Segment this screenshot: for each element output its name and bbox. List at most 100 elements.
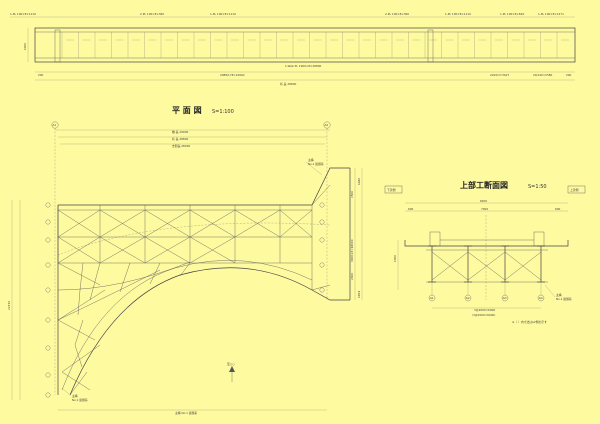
bracing-lines <box>57 184 331 396</box>
support-right <box>427 29 434 63</box>
height-dim: 1000 <box>23 43 27 50</box>
elev-top-label-1: 1-PL 100×8×1110 <box>10 12 36 16</box>
brace <box>234 209 281 238</box>
brace <box>144 236 191 264</box>
grid-marker <box>45 345 51 351</box>
plan-right-dim-3: 3000×6=18000 <box>350 239 354 262</box>
grid-marker <box>45 219 51 225</box>
plan-note-left-2: No.1 連鎖系 <box>72 398 88 402</box>
plan-view: 平 面 図 S=1:100 橋 長 29000 桁 長 28800 支間長 28… <box>7 106 363 415</box>
grid-marker <box>45 262 51 268</box>
north-label: 至○○ <box>227 362 235 366</box>
grid-marker <box>319 219 325 225</box>
plan-left-dim: 22313 <box>7 301 11 310</box>
brace <box>77 289 81 316</box>
cross-frame <box>431 251 469 281</box>
section-dim-right: 600 <box>555 207 561 211</box>
plan-right-dim-4: 2000 <box>350 273 354 280</box>
section-girders <box>428 245 545 283</box>
plan-note-right-1: 主構 <box>308 158 314 162</box>
elev-top-label-2: 2-PL 100×8×360 <box>140 12 164 16</box>
girder-label: G1 <box>430 296 434 300</box>
brace <box>74 344 83 368</box>
plan-note-bottom: 主構 No.1 連鎖系 <box>175 411 197 415</box>
plan-note-right-2: No.1 連鎖系 <box>308 162 324 166</box>
stiffener-lines <box>61 32 569 58</box>
section-dim-side-1: 1300 <box>393 255 397 262</box>
brace <box>61 371 91 391</box>
section-dim-center: 7000 <box>481 207 488 211</box>
brace <box>57 289 106 321</box>
grid-marker <box>319 202 325 208</box>
brace <box>99 209 146 238</box>
brace <box>119 262 131 293</box>
plan-scale: S=1:100 <box>212 109 234 115</box>
grid-marker <box>319 262 325 268</box>
girder-marker <box>428 294 436 302</box>
cross-frame <box>504 251 542 281</box>
brace <box>179 262 191 277</box>
section-dim-left: 600 <box>408 207 414 211</box>
marker-a1: A1 <box>53 123 57 127</box>
elev-dim-2: 2088/178=22662 <box>220 73 245 77</box>
elev-top-label-5: 1-PL 100×8×1110 <box>445 12 471 16</box>
elev-dim-4: 20/140=2580 <box>533 73 553 77</box>
girder-marker <box>464 294 472 302</box>
plan-title: 平 面 図 <box>172 106 202 115</box>
elev-dim-5: 200 <box>566 73 572 77</box>
section-dim-bottom-2: (3@2000=6000) <box>472 313 495 317</box>
grid-marker <box>45 237 51 243</box>
girder-label: G3 <box>503 296 507 300</box>
brace <box>189 209 236 238</box>
brace <box>189 236 236 264</box>
section-title: 上部工断面図 <box>460 180 508 190</box>
brace <box>74 319 84 346</box>
grid-marker <box>45 287 51 293</box>
brace <box>89 262 101 301</box>
brace <box>57 319 96 341</box>
grid-marker <box>45 317 51 323</box>
plan-right-dim-2: 2500 <box>350 191 354 198</box>
left-grid-markers <box>45 202 51 398</box>
section-note-2: No.1 連鎖系 <box>556 297 572 301</box>
girder-elevation: 1000 1-PL 100×8×1110 2-PL 100×8×360 1-PL… <box>10 12 576 86</box>
section-right-box: 上流側 <box>570 188 579 192</box>
grid-marker <box>319 237 325 243</box>
marker-a2: A2 <box>325 123 329 127</box>
section-dim-total: 8200 <box>480 199 487 203</box>
brace <box>311 284 331 291</box>
elev-top-label-6: 1-PL 100×8×649 <box>500 12 524 16</box>
elev-top-label-3: 1-PL 100×8×1110 <box>210 12 236 16</box>
section-left-box: 下流側 <box>387 188 396 192</box>
brace <box>279 209 313 238</box>
elev-dim-1: 200 <box>38 73 44 77</box>
elev-dim-3: 2010/3=3627 <box>490 73 510 77</box>
grid-marker <box>45 202 51 208</box>
right-grid-markers <box>319 202 325 293</box>
brace <box>57 236 101 264</box>
brace <box>69 371 88 396</box>
brace <box>57 262 101 286</box>
girder-marker <box>537 294 545 302</box>
brace <box>149 262 161 285</box>
elev-bottom-label: 1-Web PL 1900×8×28800 <box>285 64 321 68</box>
elev-top-label-7: 1-PL 100×8×1271 <box>538 12 564 16</box>
section-footnote: ※（ ）内寸法はA2側を示す <box>512 320 547 324</box>
plan-dim-girder-length: 桁 長 28800 <box>172 137 188 141</box>
brace <box>99 236 146 264</box>
elev-total-length: 桁 長 28800 <box>280 82 296 86</box>
plan-note-left-1: 主構 <box>72 394 78 398</box>
section-dim-bottom-1: 3@2000=6000 <box>474 308 495 312</box>
plan-right-dim-1: 1446 <box>357 178 361 185</box>
cross-section: 上部工断面図 S=1:50 下流側 上流側 8200 600 7000 600 … <box>384 180 586 324</box>
girder-label: G4 <box>539 296 543 300</box>
brace <box>79 262 84 291</box>
grid-marker <box>45 392 51 398</box>
north-arrow: 至○○ <box>227 362 235 382</box>
brace <box>61 344 101 373</box>
plan-right-dim-5: 1454 <box>357 291 361 298</box>
grid-marker <box>319 287 325 293</box>
plan-dim-span: 支間長 28200 <box>172 144 190 148</box>
